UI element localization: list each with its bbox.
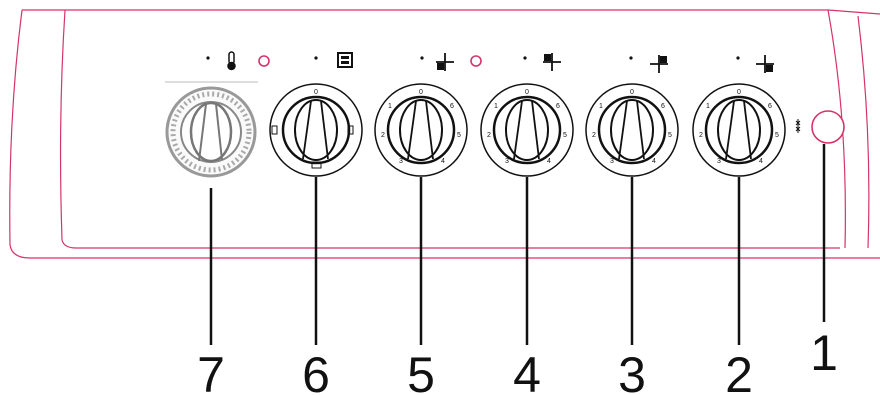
- hotplate-front-right-icon: [756, 55, 774, 73]
- knob-scale-label: 0: [525, 89, 529, 96]
- oven-function-knob[interactable]: 0: [270, 84, 362, 176]
- knob-scale-label: 0: [419, 89, 423, 96]
- dot-marker: [314, 56, 317, 59]
- knob-scale-label: 4: [547, 158, 551, 165]
- knob-scale-label: 4: [759, 158, 763, 165]
- dot-marker: [420, 56, 423, 59]
- thermostat-knob[interactable]: [165, 82, 258, 176]
- knob-scale-label: 1: [388, 103, 392, 110]
- knob-scale-label: 3: [610, 158, 614, 165]
- knob-inner-ring: [283, 97, 349, 163]
- callout-number-1: 1: [810, 325, 838, 381]
- callout-number-2: 2: [725, 347, 753, 395]
- knob-scale-label: 1: [706, 103, 710, 110]
- thermometer-icon: [228, 52, 235, 70]
- panel-left-edge: [10, 10, 22, 245]
- knob-scale-label: 5: [563, 132, 567, 139]
- oven-icon: [338, 53, 352, 67]
- knob-scale-label: 1: [599, 103, 603, 110]
- knob-scale-label: 5: [457, 132, 461, 139]
- hotplate-indicator-light: [471, 56, 481, 66]
- knob-scale-label: 6: [556, 103, 560, 110]
- callout-number-4: 4: [513, 347, 541, 395]
- dot-marker: [736, 56, 739, 59]
- callout-number-7: 7: [197, 347, 225, 395]
- dot-marker: [629, 56, 632, 59]
- dot-marker: [523, 56, 526, 59]
- thermostat-indicator-light: [259, 56, 269, 66]
- hotplate-knob-4[interactable]: 0 1 2 3 4 5 6: [481, 84, 573, 176]
- callout-number-6: 6: [302, 347, 330, 395]
- panel-right-side-top: [828, 10, 880, 14]
- hotplate-knob-5[interactable]: 0 1 2 3 4 5 6: [375, 84, 467, 176]
- knob-inner-ring: [494, 97, 560, 163]
- hotplate-rear-right-icon: [650, 55, 668, 73]
- knob-inner-ring: [599, 97, 665, 163]
- knob-scale-label: 5: [668, 132, 672, 139]
- knob-scale-label: 3: [399, 158, 403, 165]
- knob-scale-label: 4: [441, 158, 445, 165]
- knob-scale-label: 4: [652, 158, 656, 165]
- hotplate-rear-left-icon: [543, 53, 561, 71]
- panel-right-side-line: [858, 16, 869, 248]
- callout-number-5: 5: [407, 347, 435, 395]
- callout-numbers: 7 6 5 4 3 2 1: [197, 325, 838, 395]
- knob-scale-label: 0: [314, 89, 318, 96]
- knob-scale-label: 2: [381, 132, 385, 139]
- knob-scale-label: 6: [450, 103, 454, 110]
- knob-scale-label: 6: [768, 103, 772, 110]
- panel-bottom-edge: [10, 245, 880, 258]
- knob-scale-label: 3: [505, 158, 509, 165]
- knob-scale-label: 0: [737, 89, 741, 96]
- knob-scale-label: 6: [661, 103, 665, 110]
- hotplate-knob-2[interactable]: 0 1 2 3 4 5 6: [693, 84, 785, 176]
- spark-icon: [796, 119, 800, 133]
- knob-scale-label: 1: [494, 103, 498, 110]
- knob-scale-label: 5: [775, 132, 779, 139]
- knob-inner-ring: [706, 97, 772, 163]
- knob-scale-label: 0: [630, 89, 634, 96]
- hotplate-knob-3[interactable]: 0 1 2 3 4 5 6: [586, 84, 678, 176]
- ignition-button-cap: [812, 111, 844, 143]
- hotplate-front-left-icon: [436, 53, 454, 71]
- callout-number-3: 3: [618, 347, 646, 395]
- knob-inner-ring: [388, 97, 454, 163]
- knob-scale-label: 3: [717, 158, 721, 165]
- ignition-button[interactable]: [796, 111, 844, 143]
- knob-scale-label: 2: [699, 132, 703, 139]
- symbol-row: [206, 52, 774, 73]
- knob-scale-label: 2: [487, 132, 491, 139]
- knob-scale-label: 2: [592, 132, 596, 139]
- dot-marker: [206, 56, 209, 59]
